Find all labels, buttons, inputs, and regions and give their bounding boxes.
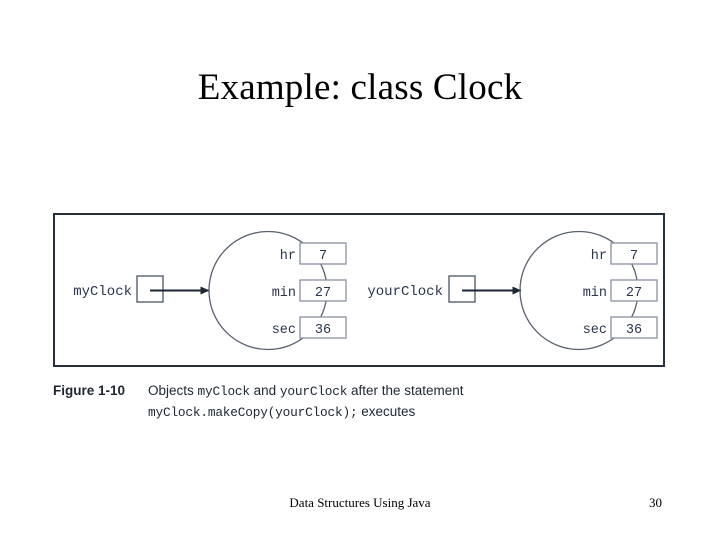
object-group-yourclock: yourClock hr 7 min 27 sec 36 <box>367 230 658 351</box>
variable-label-yourclock: yourClock <box>367 284 443 300</box>
field-name-sec-myclock: sec <box>272 323 296 338</box>
field-name-hr-yourclock: hr <box>591 249 607 264</box>
pointer-box-myclock <box>136 275 164 303</box>
field-value-hr-myclock: 7 <box>319 249 327 264</box>
footer-book-title: Data Structures Using Java <box>289 495 431 510</box>
figure-caption-line2: myClock.makeCopy(yourClock); executes <box>148 402 673 422</box>
field-box-sec-myclock <box>299 316 347 339</box>
field-value-min-yourclock: 27 <box>626 286 642 301</box>
field-name-sec-yourclock: sec <box>583 323 607 338</box>
field-value-hr-yourclock: 7 <box>630 249 638 264</box>
caption-code-myclock: myClock <box>197 384 251 399</box>
footer-page-number: 30 <box>649 495 662 510</box>
figure-caption: Figure 1-10 Objects myClock and yourClock… <box>53 381 673 422</box>
caption-code-statement: myClock.makeCopy(yourClock); <box>148 405 358 420</box>
caption-text-mid: and <box>249 383 280 398</box>
object-group-myclock: myClock hr 7 min 27 sec 36 <box>73 230 347 351</box>
caption-text-pre: Objects <box>148 383 198 398</box>
caption-code-yourclock: yourClock <box>279 384 348 399</box>
figure-caption-line1: Objects myClock and yourClock after the … <box>148 383 464 399</box>
field-box-min-myclock <box>299 279 347 302</box>
field-name-hr-myclock: hr <box>280 249 296 264</box>
figure-diagram: myClock hr 7 min 27 sec 36 yourClock hr … <box>73 230 658 351</box>
pointer-box-yourclock <box>448 275 476 303</box>
variable-label-myclock: myClock <box>73 284 132 300</box>
field-box-hr-yourclock <box>610 242 658 265</box>
field-name-min-myclock: min <box>272 286 296 301</box>
field-value-sec-myclock: 36 <box>315 323 331 338</box>
caption-text-executes: executes <box>357 404 416 419</box>
field-box-min-yourclock <box>610 279 658 302</box>
figure-caption-label: Figure 1-10 <box>53 383 126 398</box>
field-name-min-yourclock: min <box>583 286 607 301</box>
field-value-sec-yourclock: 36 <box>626 323 642 338</box>
page-title: Example: class Clock <box>197 67 523 108</box>
caption-text-post: after the statement <box>347 383 464 398</box>
field-box-hr-myclock <box>299 242 347 265</box>
field-box-sec-yourclock <box>610 316 658 339</box>
field-value-min-myclock: 27 <box>315 286 331 301</box>
